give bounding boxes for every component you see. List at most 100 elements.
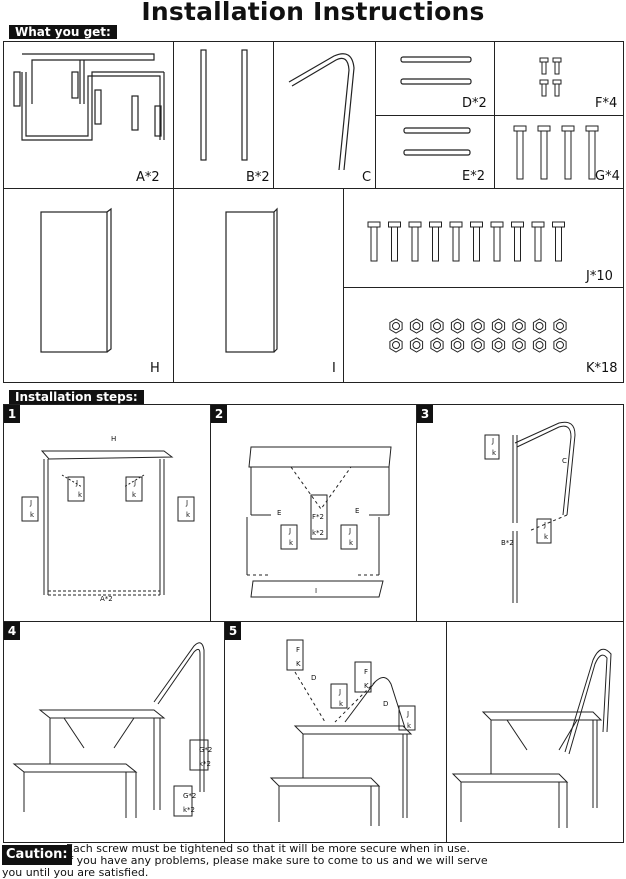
part-label-b: B*2 [246, 170, 270, 185]
step-1-callout-a: A*2 [100, 595, 113, 603]
step-5-callout-k-2: k [339, 700, 344, 708]
step-5-callout-j-2: J [406, 710, 409, 718]
screw-j-icon [449, 221, 463, 262]
step-2-callout-e-2: E [355, 507, 359, 515]
part-cell-e: E*2 [375, 115, 495, 189]
step-5-callout-k-4: k [407, 722, 412, 730]
nut-k-icon [389, 318, 403, 334]
part-cell-c: C [273, 41, 376, 189]
part-cell-g: G*4 [494, 115, 624, 189]
step-3-panel: 3 J k C J k B*2 [416, 404, 624, 622]
step-1-callout-k-3: k [30, 511, 35, 519]
step-5-callout-j-1: J [338, 688, 341, 696]
final-assembly-panel [446, 621, 624, 843]
nut-k-icon [512, 318, 526, 334]
section-installation-steps: Installation steps: [9, 390, 144, 404]
caution-line-3: you until you are satisfied. [2, 866, 149, 879]
step-1-callout-k-2: k [132, 491, 137, 499]
step-2-panel: 2 F*2 k*2 J k J k E E I [210, 404, 417, 622]
step-5-callout-f-1: F [296, 646, 300, 654]
final-assembly-drawing [451, 648, 612, 828]
step-2-callout-e-1: E [277, 509, 281, 517]
nut-k-icon [409, 337, 424, 353]
nut-k-icon [553, 337, 567, 353]
panel-i-drawing [225, 207, 278, 353]
step-5-callout-k-3: K [364, 682, 369, 690]
brackets-d-drawing [400, 56, 472, 85]
nut-k-icon [430, 337, 444, 353]
screws-f-drawing [539, 57, 562, 97]
part-label-f: F*4 [595, 96, 618, 111]
step-4-drawing: G*2 k*2 G*2 k*2 [12, 642, 212, 818]
step-1-callout-j-4: J [185, 499, 188, 507]
step-3-number: 3 [417, 405, 433, 423]
nut-k-icon [512, 337, 526, 353]
step-5-number: 5 [225, 622, 241, 640]
step-4-panel: 4 G*2 k*2 G*2 k*2 [3, 621, 225, 843]
page-title: Installation Instructions [141, 0, 485, 26]
screw-j-icon [470, 221, 483, 262]
step-5-callout-d-2: D [383, 700, 388, 708]
nut-k-icon [532, 318, 547, 334]
screw-j-icon [408, 221, 422, 262]
nut-k-icon [491, 318, 506, 334]
frame-a-drawing [13, 53, 165, 141]
step-1-callout-j-3: J [29, 499, 32, 507]
caution-label: Caution: [2, 845, 72, 865]
step-1-callout-h: H [111, 435, 116, 443]
step-2-drawing: F*2 k*2 J k J k E E I [246, 446, 392, 598]
nut-k-icon [491, 337, 506, 353]
part-cell-j: J*10 [343, 188, 624, 288]
handrail-c-drawing [288, 53, 355, 171]
step-1-number: 1 [4, 405, 20, 423]
step-4-callout-k-2: k*2 [183, 806, 195, 814]
step-1-callout-k-1: k [78, 491, 83, 499]
step-2-callout-i: I [315, 587, 317, 595]
part-label-a: A*2 [136, 170, 160, 185]
section-what-you-get: What you get: [9, 25, 117, 39]
step-1-drawing: H J k J k J k J k A*2 [21, 435, 195, 603]
part-cell-d: D*2 [375, 41, 495, 116]
bars-b-drawing [200, 49, 248, 161]
step-2-callout-j-2: J [348, 527, 351, 535]
step-5-callout-f-2: F [364, 668, 368, 676]
step-2-callout-k-1: k [289, 539, 294, 547]
nut-k-icon [471, 337, 485, 353]
part-cell-i: I [173, 188, 344, 383]
part-label-h: H [150, 361, 160, 376]
part-label-d: D*2 [462, 96, 487, 111]
step-1-callout-j-2: J [133, 479, 136, 487]
step-2-number: 2 [211, 405, 227, 423]
step-2-callout-j-1: J [288, 527, 291, 535]
part-cell-k: K*18 [343, 287, 624, 383]
caution-line-2: If you have any problems, please make su… [66, 854, 488, 867]
step-3-callout-b: B*2 [501, 539, 514, 547]
step-3-callout-c: C [562, 457, 567, 465]
part-cell-f: F*4 [494, 41, 624, 116]
screw-j-icon [367, 221, 381, 262]
step-1-callout-k-4: k [186, 511, 191, 519]
part-cell-h: H [3, 188, 174, 383]
nut-k-icon [553, 318, 567, 334]
step-1-callout-j-1: J [75, 479, 78, 487]
step-1-panel: 1 H J k J k J k J k A*2 [3, 404, 211, 622]
step-3-callout-j-2: J [543, 521, 546, 529]
nuts-k-drawing [389, 318, 567, 353]
step-3-callout-k-1: k [492, 449, 497, 457]
step-4-callout-g-2: G*2 [183, 792, 196, 800]
part-label-j: J*10 [586, 269, 613, 284]
part-label-k: K*18 [586, 361, 618, 376]
screw-j-icon [388, 221, 401, 262]
step-5-callout-d-1: D [311, 674, 316, 682]
screw-j-icon [490, 221, 504, 262]
part-cell-a: A*2 [3, 41, 174, 189]
screws-j-drawing [367, 221, 565, 262]
part-label-g: G*4 [595, 169, 620, 184]
step-2-callout-k-2: k [349, 539, 354, 547]
screw-j-icon [429, 221, 442, 262]
nut-k-icon [389, 337, 403, 353]
nut-k-icon [532, 337, 547, 353]
screw-j-icon [552, 221, 565, 262]
panel-h-drawing [40, 207, 112, 353]
step-5-drawing: F K D J k F K D J k [269, 639, 416, 826]
